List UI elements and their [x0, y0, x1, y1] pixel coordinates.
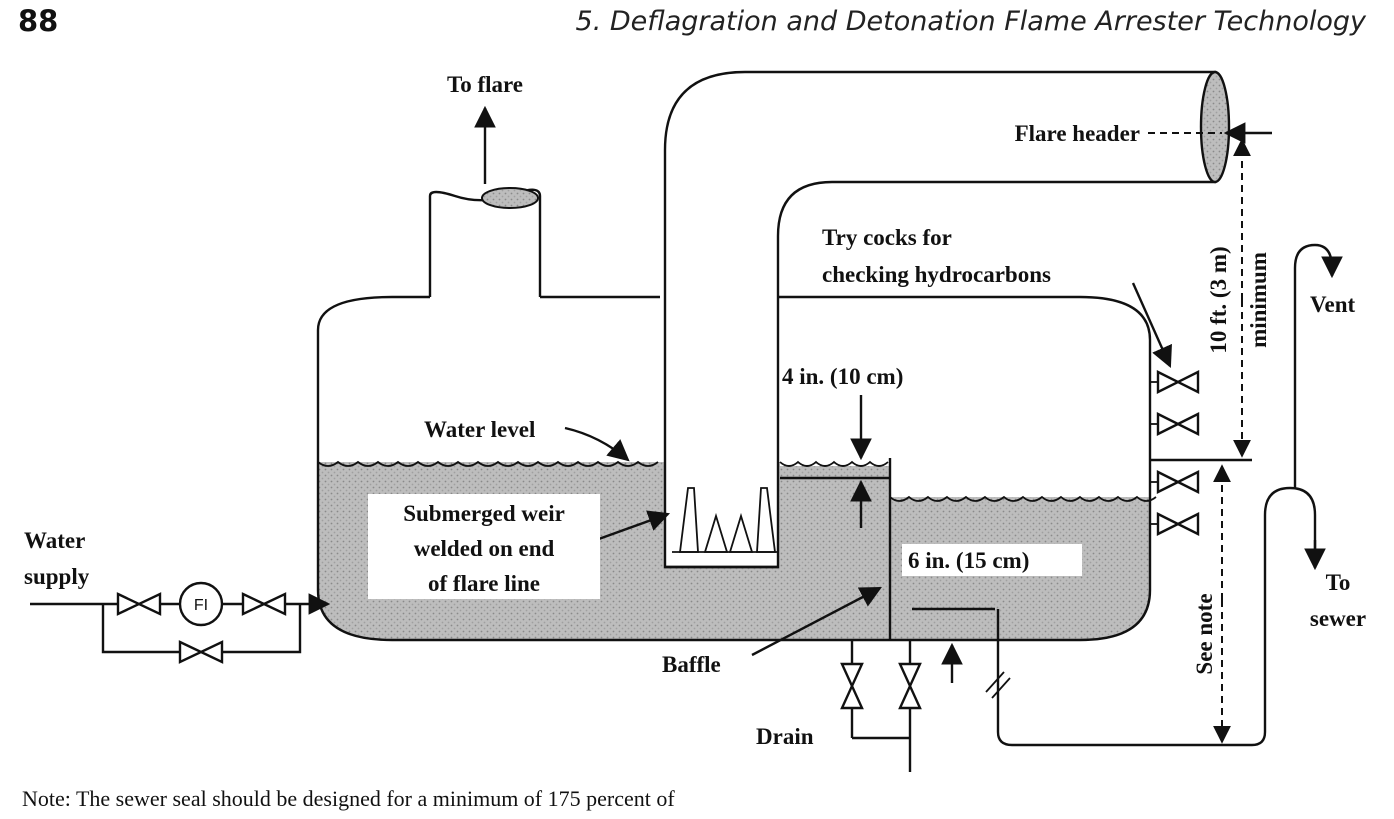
try-cock-4: [1150, 512, 1200, 536]
weir-label-line3: of flare line: [428, 571, 540, 596]
water-level-pointer: [564, 426, 630, 462]
ten-ft-label-line1: 10 ft. (3 m): [1206, 246, 1231, 353]
water-supply-label-line1: Water: [24, 528, 85, 553]
try-cock-valves: [1150, 370, 1200, 536]
baffle-label: Baffle: [662, 652, 721, 677]
try-cock-2: [1150, 412, 1200, 436]
drum-shell: [316, 295, 1152, 642]
six-in-label: 6 in. (15 cm): [908, 548, 1029, 573]
weir-label-line2: welded on end: [414, 536, 555, 561]
see-note-label: See note: [1192, 593, 1217, 674]
page-number: 88: [18, 4, 59, 38]
try-cocks-label-line2: checking hydrocarbons: [822, 262, 1051, 287]
sewer-seal-pipe: [996, 486, 1317, 747]
to-sewer-label-line2: sewer: [1310, 606, 1366, 631]
drain-label: Drain: [756, 724, 814, 749]
to-sewer-label-line1: To: [1326, 570, 1351, 595]
to-flare-label: To flare: [447, 72, 523, 97]
six-in-label-bg: [902, 544, 1082, 576]
ten-ft-label-line2: minimum: [1246, 252, 1271, 348]
water-supply-label-line2: supply: [24, 564, 90, 589]
water-surface-middle: [779, 460, 889, 467]
drain-assembly: [840, 640, 922, 772]
weir-pointer: [595, 510, 671, 542]
baffle: [780, 458, 892, 640]
vent-pipe: [1293, 243, 1343, 488]
vent-label: Vent: [1310, 292, 1355, 317]
water-level-label: Water level: [424, 417, 535, 442]
try-cocks-pointer: [1131, 282, 1172, 368]
supply-valve-2: [241, 592, 287, 616]
supply-valve-1: [116, 592, 162, 616]
try-cock-3: [1150, 470, 1200, 494]
flare-header-label: Flare header: [1015, 121, 1140, 146]
baffle-pointer: [751, 586, 882, 657]
figure-note: Note: The sewer seal should be designed …: [22, 786, 675, 811]
pipe-break-mark-2: [991, 677, 1011, 699]
try-cocks-label-line1: Try cocks for: [822, 225, 952, 250]
four-in-label: 4 in. (10 cm): [782, 364, 903, 389]
pipe-break-mark-1: [985, 671, 1005, 693]
try-cock-1: [1150, 370, 1200, 394]
water-surface-right: [889, 495, 1157, 502]
drain-valve-1: [840, 662, 864, 710]
bypass-valve: [178, 640, 224, 664]
drain-valve-2: [898, 662, 922, 710]
flow-indicator-label: FI: [194, 597, 208, 614]
water-surface-left: [317, 460, 659, 467]
outlet-nozzle: [428, 187, 542, 297]
running-head: 5. Deflagration and Detonation Flame Arr…: [575, 6, 1366, 37]
submerged-weir-teeth: [672, 487, 778, 553]
weir-label-bg: [368, 494, 600, 599]
weir-label-line1: Submerged weir: [403, 501, 565, 526]
water-supply-line: FI: [30, 581, 331, 664]
